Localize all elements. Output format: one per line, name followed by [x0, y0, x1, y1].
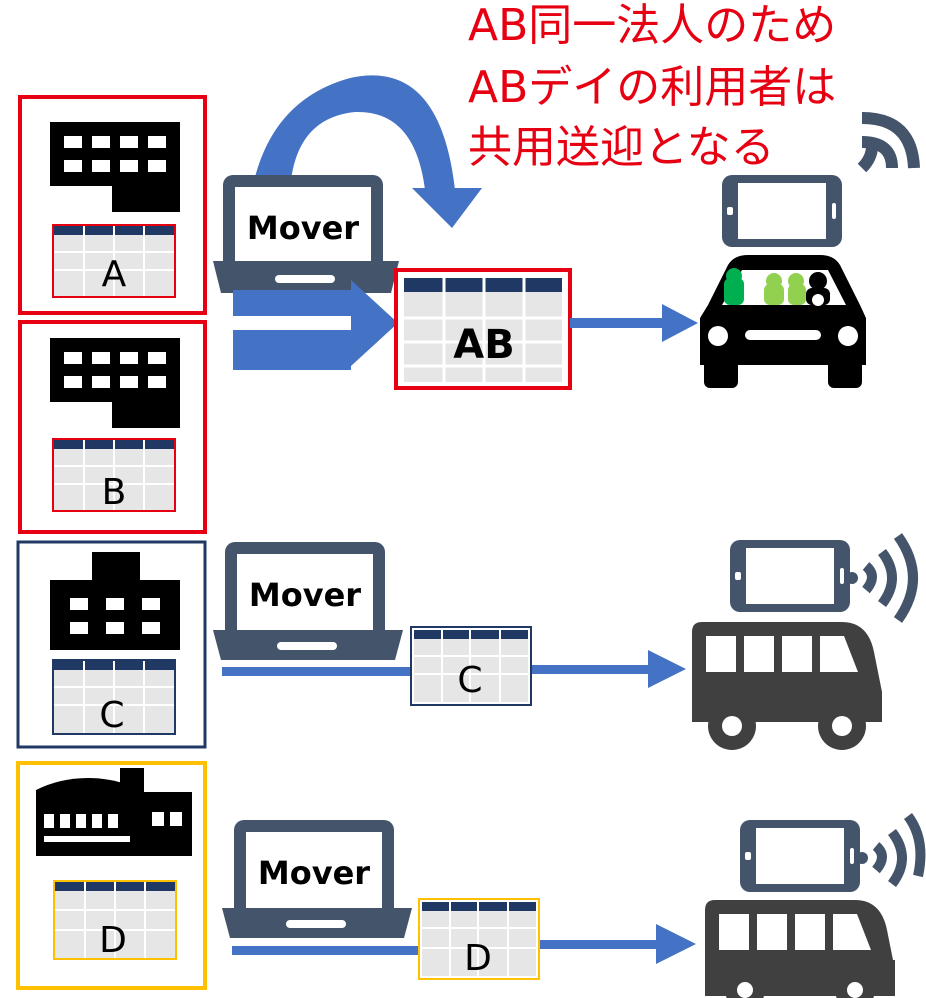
facility-c: C — [16, 540, 207, 749]
wifi-dot — [856, 852, 868, 864]
merged-sheet-label: AB — [453, 322, 514, 368]
note-line-2: ABデイの利用者は — [468, 62, 836, 113]
building-icon — [50, 338, 180, 428]
mover-label-middle: Mover — [249, 576, 361, 614]
laptop-icon: Mover — [222, 820, 412, 938]
spreadsheet-icon: C — [410, 626, 532, 706]
flow-arrow — [570, 304, 698, 342]
sheet-label-c-flow: C — [457, 660, 482, 701]
facility-b: B — [18, 320, 207, 534]
tablet-icon — [740, 820, 860, 892]
spreadsheet-icon: C — [52, 659, 176, 736]
building-icon — [50, 552, 180, 650]
wifi-dot — [846, 572, 858, 584]
spreadsheet-icon: B — [52, 438, 176, 513]
laptop-icon: Mover — [213, 542, 403, 660]
sheet-label-b: B — [102, 472, 127, 513]
sheet-label-c: C — [99, 695, 124, 736]
bus-icon — [692, 622, 882, 750]
mover-label-bottom: Mover — [258, 854, 370, 892]
note-line-3: 共用送迎となる — [468, 122, 775, 173]
wifi-icon — [872, 813, 926, 888]
facility-d: D — [16, 761, 207, 990]
tablet-icon — [730, 540, 850, 612]
sheet-label-d: D — [99, 920, 127, 961]
spreadsheet-icon: A — [52, 224, 176, 298]
laptop-icon: Mover — [213, 175, 399, 293]
facility-a-border — [18, 95, 207, 315]
facility-d-border — [16, 761, 207, 990]
sheet-label-d-flow: D — [464, 938, 492, 979]
wifi-icon — [857, 112, 920, 173]
facility-c-border — [16, 540, 207, 749]
car-icon — [700, 255, 866, 388]
facility-b-border — [18, 320, 207, 534]
mover-label-top: Mover — [247, 209, 359, 247]
spreadsheet-icon: D — [418, 898, 540, 980]
merge-arrow — [233, 280, 398, 370]
building-icon — [50, 122, 180, 212]
bus-icon — [705, 900, 895, 998]
tablet-icon — [722, 175, 842, 247]
wifi-icon — [862, 533, 918, 623]
flow-arrow — [232, 924, 696, 964]
spreadsheet-icon: D — [53, 880, 177, 961]
school-icon — [36, 768, 192, 856]
curved-arrow-icon — [252, 75, 482, 228]
shared-transport-note: AB同一法人のため ABデイの利用者は 共用送迎となる — [468, 0, 836, 173]
note-line-1: AB同一法人のため — [468, 0, 836, 51]
facility-a: A — [18, 95, 207, 315]
sheet-label-a: A — [102, 254, 127, 295]
spreadsheet-icon: AB — [394, 268, 572, 390]
flow-arrow — [222, 650, 686, 688]
